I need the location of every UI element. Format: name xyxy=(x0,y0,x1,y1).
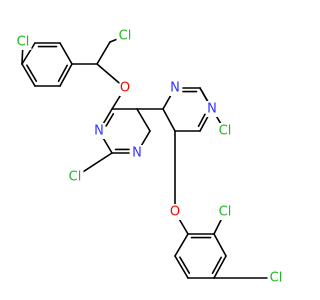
chlorine-atom-label: Cl xyxy=(219,205,232,220)
bond-line xyxy=(59,42,73,65)
bond-line xyxy=(111,94,122,110)
atom-label-background xyxy=(93,123,105,139)
bond-line xyxy=(105,113,115,127)
bond-line xyxy=(199,115,209,132)
bond-line xyxy=(26,64,38,82)
bond-line xyxy=(109,38,119,43)
bond-line xyxy=(179,256,191,274)
bond-line xyxy=(140,130,151,147)
bond-line xyxy=(21,49,24,65)
bond-line xyxy=(80,152,113,174)
atom-label-background xyxy=(14,34,32,50)
atom-label-background xyxy=(131,145,143,161)
bond-line xyxy=(197,113,206,128)
bond-line xyxy=(162,108,176,132)
chlorine-atom-label: Cl xyxy=(219,124,232,139)
bond-line xyxy=(213,233,227,257)
bond-line xyxy=(162,94,172,110)
atom-label-background xyxy=(116,28,134,44)
bond-line xyxy=(59,63,73,87)
bond-line xyxy=(174,255,189,279)
bond-line xyxy=(21,42,36,65)
chlorine-atom-label: Cl xyxy=(17,35,30,50)
atom-label-background xyxy=(169,80,181,96)
bond-line xyxy=(21,63,36,87)
atom-label-background xyxy=(216,204,234,220)
bond-line xyxy=(136,108,151,132)
atom-label-background xyxy=(169,204,181,220)
nitrogen-atom-label: N xyxy=(170,81,180,96)
atom-label-background xyxy=(216,123,234,139)
oxygen-atom-label: O xyxy=(120,81,130,96)
bond-line xyxy=(96,63,120,84)
chlorine-atom-label: Cl xyxy=(270,271,283,286)
bond-line xyxy=(213,255,227,279)
bond-line xyxy=(213,218,223,235)
bond-line xyxy=(57,64,68,83)
bond-line xyxy=(174,233,189,257)
chlorine-atom-label: Cl xyxy=(69,170,82,185)
nitrogen-atom-label: N xyxy=(207,102,217,117)
oxygen-atom-label: O xyxy=(170,205,180,220)
nitrogen-atom-label: N xyxy=(94,124,104,139)
bond-line xyxy=(96,41,111,65)
atom-label-background xyxy=(267,270,285,286)
bond-layer xyxy=(21,38,269,279)
bond-line xyxy=(211,256,222,275)
atom-label-background xyxy=(206,101,218,117)
atom-label-background xyxy=(119,80,131,96)
chlorine-atom-label: Cl xyxy=(119,29,132,44)
bond-line xyxy=(102,137,113,154)
atom-label-background xyxy=(66,169,84,185)
bond-line xyxy=(178,218,189,235)
bond-line xyxy=(102,108,113,125)
nitrogen-atom-label: N xyxy=(132,146,142,161)
